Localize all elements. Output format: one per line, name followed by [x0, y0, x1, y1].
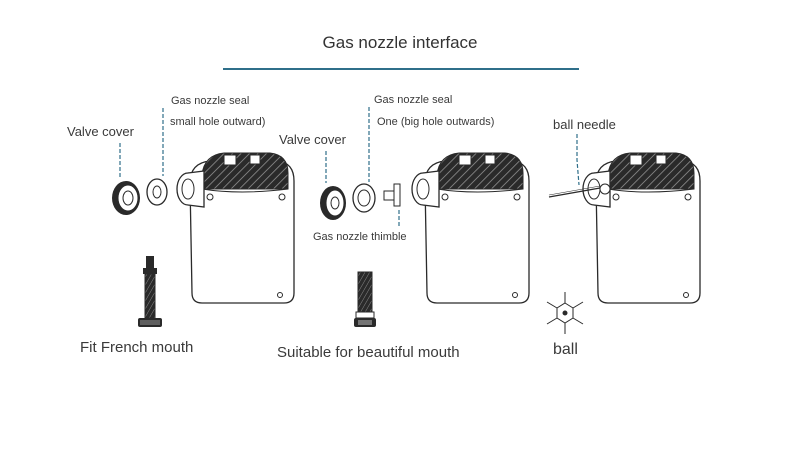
label-ball-needle: ball needle	[553, 117, 616, 132]
page-title: Gas nozzle interface	[322, 33, 478, 52]
ball-needle	[548, 183, 611, 198]
caption-french: Fit French mouth	[80, 339, 194, 356]
label-valve-cover-2: Valve cover	[279, 132, 346, 147]
label-thimble: Gas nozzle thimble	[313, 231, 407, 243]
seal-1	[146, 178, 168, 206]
label-seal-2-line2: One (big hole outwards)	[377, 116, 495, 128]
label-valve-cover-1: Valve cover	[67, 124, 134, 139]
caption-ball: ball	[553, 341, 578, 358]
schrader-valve-icon	[354, 271, 376, 327]
caption-beautiful: Suitable for beautiful mouth	[277, 344, 460, 361]
title-underline	[223, 68, 579, 70]
label-seal-1-line2: small hole outward)	[170, 116, 266, 128]
valve-cover-1	[112, 181, 140, 215]
seal-2	[352, 183, 376, 213]
label-seal-2-line1: Gas nozzle seal	[374, 94, 453, 106]
valve-cover-2	[320, 186, 346, 220]
ball-icon	[546, 292, 584, 334]
presta-valve-icon	[138, 256, 162, 327]
thimble	[383, 183, 401, 207]
label-seal-1-line1: Gas nozzle seal	[171, 95, 250, 107]
